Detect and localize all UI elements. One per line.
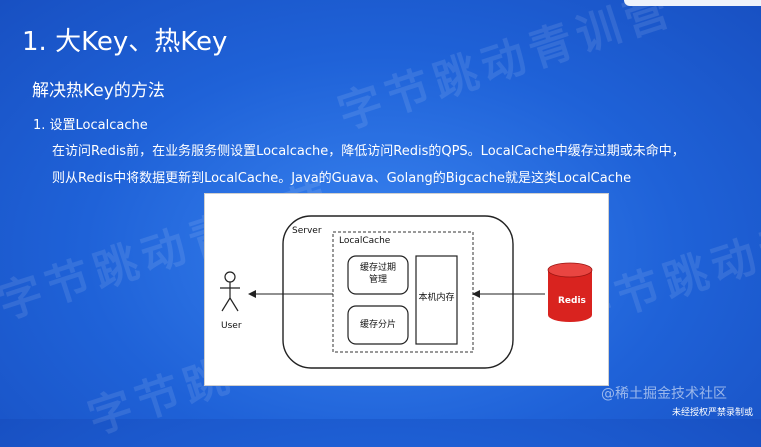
memory-box	[415, 255, 458, 345]
user-label: User	[221, 321, 242, 331]
shard-box-label: 缓存分片	[359, 320, 396, 330]
footer-note: 未经授权严禁录制或	[672, 408, 754, 418]
localcache-label: LocalCache	[339, 236, 391, 246]
page-subtitle: 解决热Key的方法	[32, 81, 165, 101]
description-line-1: 在访问Redis前，在业务服务侧设置Localcache，降低访问Redis的Q…	[52, 144, 685, 159]
server-box	[282, 215, 514, 369]
footer-brand: @稀土掘金技术社区	[601, 386, 727, 402]
architecture-diagram: Server LocalCache 缓存过期管理 缓存分片 本机内存 User …	[204, 193, 609, 386]
expire-box-label: 缓存过期管理	[359, 263, 396, 285]
memory-box-label: 本机内存	[418, 293, 455, 303]
list-item-heading: 1. 设置Localcache	[33, 118, 148, 133]
page-title: 1. 大Key、热Key	[22, 27, 228, 57]
watermark: 字节跳动青训营	[332, 0, 681, 140]
user-icon	[220, 271, 240, 312]
description-line-2: 则从Redis中将数据更新到LocalCache。Java的Guava、Gola…	[52, 171, 632, 186]
top-bar	[624, 0, 761, 6]
redis-label: Redis	[558, 296, 586, 306]
shard-box	[347, 305, 409, 345]
expire-box	[347, 255, 409, 295]
server-label: Server	[292, 226, 322, 236]
diagram-canvas	[220, 215, 593, 369]
redis-database-icon	[547, 262, 593, 322]
